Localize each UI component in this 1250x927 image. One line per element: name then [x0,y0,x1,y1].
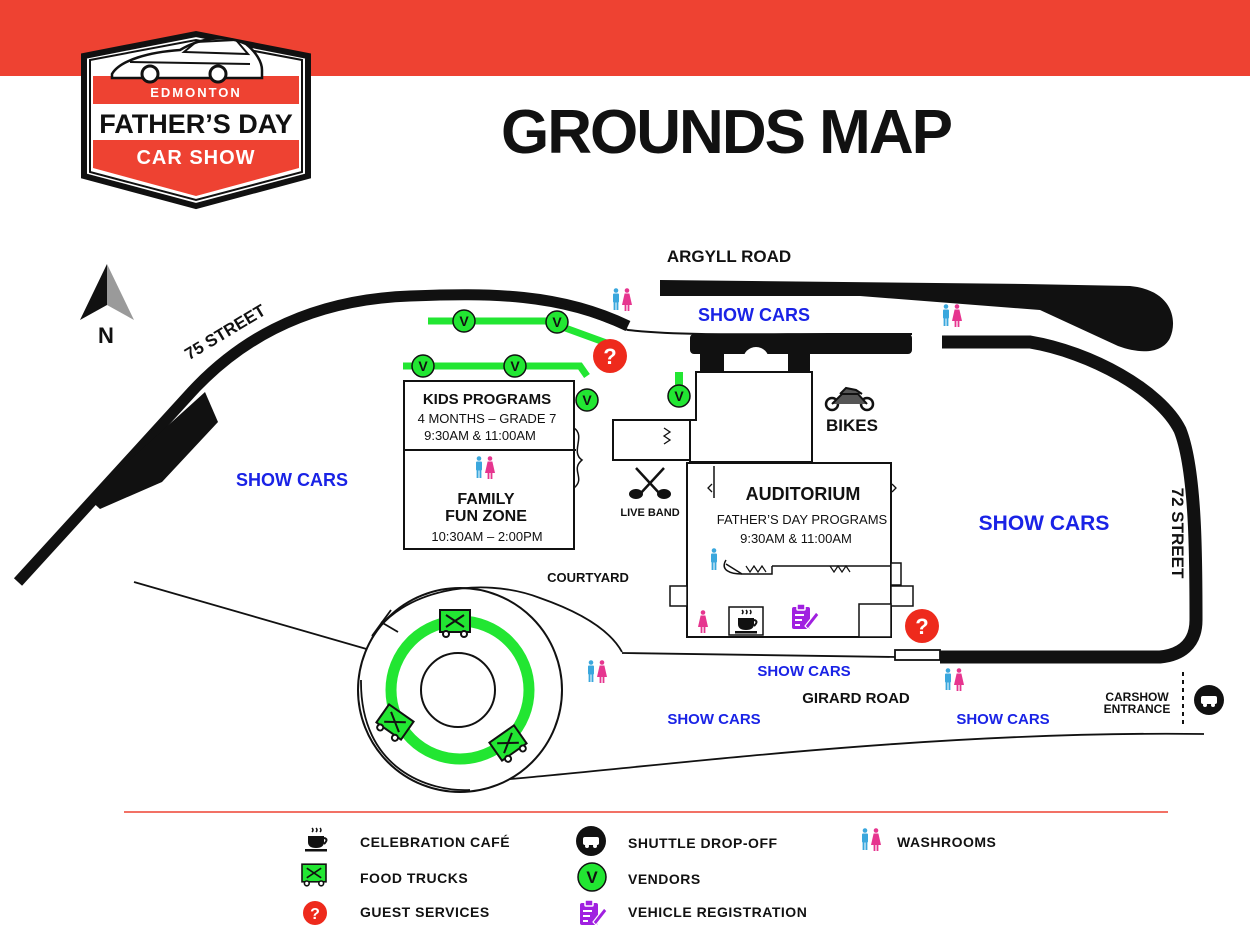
show-cars-west: SHOW CARS [236,470,348,490]
vendor-icon: V [552,314,562,330]
carshow-entrance-line2: ENTRANCE [1104,702,1171,716]
vendor-icon: V [582,392,592,408]
food-truck-icon [439,609,471,638]
cafe-icon [304,827,328,853]
motorcycle-icon [824,386,875,412]
road-network [13,280,1205,785]
vendor-markers: V V V V V V [411,309,691,412]
carshow-entrance-line1: CARSHOW [1105,690,1169,704]
question-icon: ? [310,906,320,923]
family-fun-zone-line2: FUN ZONE [445,508,527,525]
bikes-label: BIKES [826,416,878,435]
event-logo: EDMONTON FATHER’S DAY CAR SHOW [81,30,311,210]
shuttle-icon [1194,685,1224,715]
logo-top-text: EDMONTON [150,85,242,100]
girard-road-label: GIRARD ROAD [802,690,910,707]
washrooms-icon [945,668,964,691]
legend-shuttle: SHUTTLE DROP-OFF [628,835,778,851]
kids-programs-age: 4 MONTHS – GRADE 7 [418,411,557,426]
roundabout [357,586,623,793]
auditorium-times: 9:30AM & 11:00AM [740,531,852,546]
classic-car-icon [110,37,264,84]
washrooms-icon [862,828,881,851]
legend-washrooms: WASHROOMS [897,834,996,850]
legend-vendors: VENDORS [628,871,701,887]
kids-programs-title: KIDS PROGRAMS [423,391,551,408]
vendor-icon: V [674,388,684,404]
washrooms-icon [943,304,962,327]
guitars-icon [629,467,671,499]
vendor-icon: V [586,868,598,887]
question-icon: ? [603,344,616,369]
legend-food-trucks: FOOD TRUCKS [360,870,468,886]
logo-line2: CAR SHOW [136,147,255,169]
show-cars-girard-west: SHOW CARS [667,711,760,728]
family-fun-zone-line1: FAMILY [457,491,515,508]
north-label: N [98,323,114,348]
auditorium-subtitle: FATHER’S DAY PROGRAMS [717,512,888,527]
show-cars-girard-east: SHOW CARS [956,711,1049,728]
auditorium-title: AUDITORIUM [746,484,861,504]
guest-services-marker: ? [593,339,627,373]
page-title: GROUNDS MAP [501,98,952,167]
family-fun-zone-times: 10:30AM – 2:00PM [431,529,542,544]
show-cars-east: SHOW CARS [979,512,1110,535]
kids-programs-times: 9:30AM & 11:00AM [424,428,536,443]
shuttle-icon [576,826,606,856]
vendor-icon: V [459,313,469,329]
washrooms-icon [613,288,632,311]
north-arrow-icon [80,264,134,320]
question-icon: ? [915,614,928,639]
guest-services-marker: ? [905,609,939,643]
live-band-label: LIVE BAND [620,507,679,519]
show-cars-argyll: SHOW CARS [698,305,810,325]
legend-guest-services: GUEST SERVICES [360,904,490,920]
argyll-road-label: ARGYLL ROAD [667,247,791,266]
legend-vehicle-registration: VEHICLE REGISTRATION [628,904,807,920]
logo-line1: FATHER’S DAY [99,109,293,139]
food-truck-icon [301,863,327,887]
vehicle-registration-icon [579,899,608,926]
legend: CELEBRATION CAFÉ FOOD TRUCKS ? GUEST SER… [301,826,996,926]
vendor-icon: V [510,358,520,374]
72-street-label: 72 STREET [1168,488,1187,579]
washrooms-icon [588,660,607,683]
courtyard-label: COURTYARD [547,570,629,585]
vendor-icon: V [418,358,428,374]
legend-cafe: CELEBRATION CAFÉ [360,834,510,850]
show-cars-girard-north: SHOW CARS [757,663,850,680]
